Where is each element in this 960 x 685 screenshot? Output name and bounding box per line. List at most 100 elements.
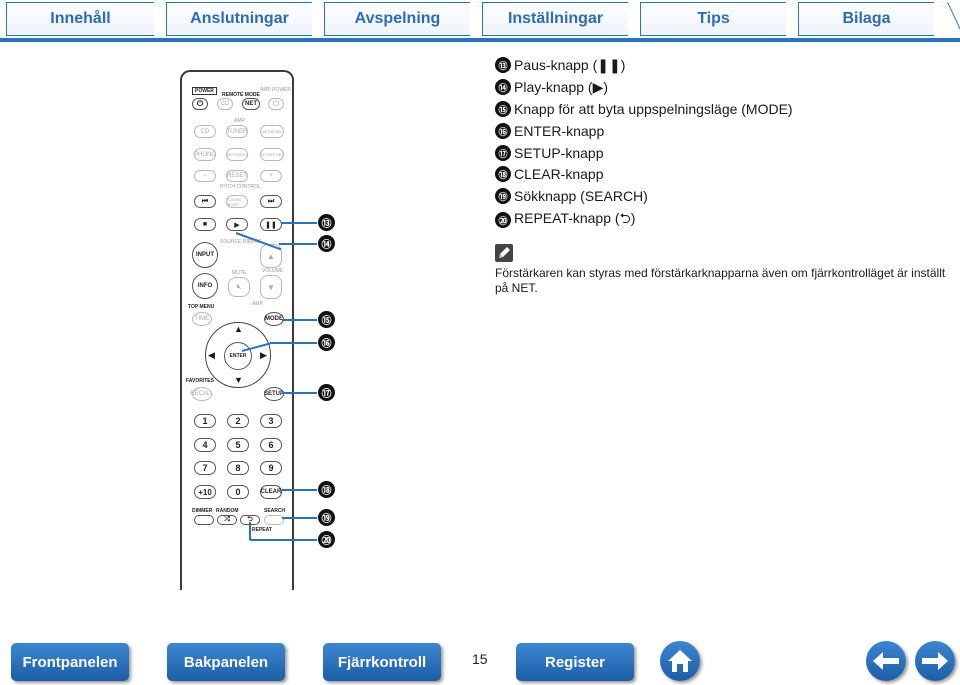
power-icon: ⏻ [196,99,204,108]
pause-button: ❚❚ [260,218,282,231]
volume-down-icon: ▼ [267,282,275,292]
note-text: Förstärkaren kan styras med förstärkarkn… [495,266,946,295]
skip-back-icon: ⏮ [201,197,209,205]
mute-icon: 🔇︎ [236,282,242,291]
label-amp-lower: AMP [252,301,263,307]
reset-button: RESET [226,170,248,182]
item-number: ⑳ [495,212,511,228]
label: 4 [202,440,208,450]
remote-control-button[interactable]: Fjärrkontroll [323,643,441,681]
label: INFO [197,283,213,289]
register-button[interactable]: Register [516,643,634,681]
label-power: POWER [192,87,217,95]
leader-line-20-vert [249,522,251,540]
button-label: Register [544,653,606,671]
label: − [203,173,207,179]
tab-tips[interactable]: Tips [640,2,786,36]
item-text: Sökknapp (SEARCH) [514,188,648,204]
callout-19: ⑲ [318,509,335,526]
home-button[interactable] [660,641,700,681]
number-7-button: 7 [194,461,216,475]
label: RECORDER [225,152,249,157]
label-search: SEARCH [264,508,286,514]
item-number: ⑱ [495,166,511,182]
skip-forward-icon: ⏭ [267,197,275,205]
label: RESET [227,173,248,179]
label: 8 [235,463,241,473]
arrow-down-icon: ▼ [234,375,243,385]
volume-down-button: ▼ [260,275,282,299]
leader-line-18 [282,489,317,491]
leader-line-13 [281,222,317,224]
item-number: ⑯ [495,123,511,139]
label: 2 [235,416,241,426]
arrow-right-icon: ▶ [260,350,267,360]
tab-label: Innehåll [50,10,111,27]
callout-13: ⑬ [318,214,335,231]
callout-15: ⑮ [318,311,335,328]
power-icon: ⏻ [272,99,280,108]
frontpanel-button[interactable]: Frontpanelen [11,643,129,681]
arrow-left-icon: ◀ [208,350,215,360]
label: + [269,173,273,179]
label: 0 [235,487,241,497]
page-number: 15 [472,651,488,667]
label: PHONO [194,151,217,158]
callout-14: ⑭ [318,235,335,252]
arrow-left-icon [873,652,899,670]
direction-pad [205,322,271,388]
leader-line-20 [250,539,317,541]
leader-line-15 [282,319,317,321]
leader-line-16 [270,342,317,344]
item-text: CLEAR-knapp [514,166,604,182]
item-text: REPEAT-knapp (⮌) [514,210,636,226]
tab-underline [0,38,960,42]
number-1-button: 1 [194,414,216,428]
label-amp-power: AMP POWER [260,87,292,93]
tuner-button: TUNER [226,125,248,138]
label: TUNER [226,128,248,135]
leader-line-17 [282,392,317,394]
tab-anslutningar[interactable]: Anslutningar [166,2,312,36]
tab-label: Inställningar [507,10,604,27]
back-button[interactable] [866,641,906,681]
leader-line-14 [279,243,317,245]
item-text: SETUP-knapp [514,145,604,161]
item-text: Knapp för att byta uppspelningsläge (MOD… [514,101,793,117]
label-random: RANDOM [216,508,239,514]
pitch-plus-button: + [260,170,282,182]
label: 5 [235,440,241,450]
button-label: Frontpanelen [22,653,118,671]
time-button: TIME [192,312,212,326]
power-button: ⏻ [192,98,208,110]
tab-installningar[interactable]: Inställningar [482,2,628,36]
network-button: NETWORK [260,125,284,138]
tab-avspelning[interactable]: Avspelning [324,2,470,36]
label: 9 [268,463,274,473]
recorder-button: RECORDER [226,148,248,161]
tab-innehall[interactable]: Innehåll [6,2,154,36]
sound-mode-button: SOUND MODE [226,195,248,208]
label-amp: AMP [234,118,245,124]
label-remote-mode: REMOTE MODE [222,92,260,98]
backpanel-button[interactable]: Bakpanelen [167,643,285,681]
label: CD [200,128,210,135]
stop-icon: ■ [202,221,208,228]
amp-power-button: ⏻ [268,98,284,110]
dimmer-button [194,515,214,525]
volume-up-icon: ▲ [267,251,275,261]
label-top-menu: TOP MENU [188,304,215,310]
pause-icon: ❚❚ [265,221,277,229]
clear-button: CLEAR [260,485,282,499]
label: CLEAR [260,489,282,495]
number-8-button: 8 [227,461,249,475]
label: INT.REF.NET [260,152,284,157]
plus10-button: +10 [194,485,216,499]
play-button: ▶ [226,218,248,231]
forward-button[interactable] [915,641,955,681]
tab-bilaga[interactable]: Bilaga [798,2,934,36]
